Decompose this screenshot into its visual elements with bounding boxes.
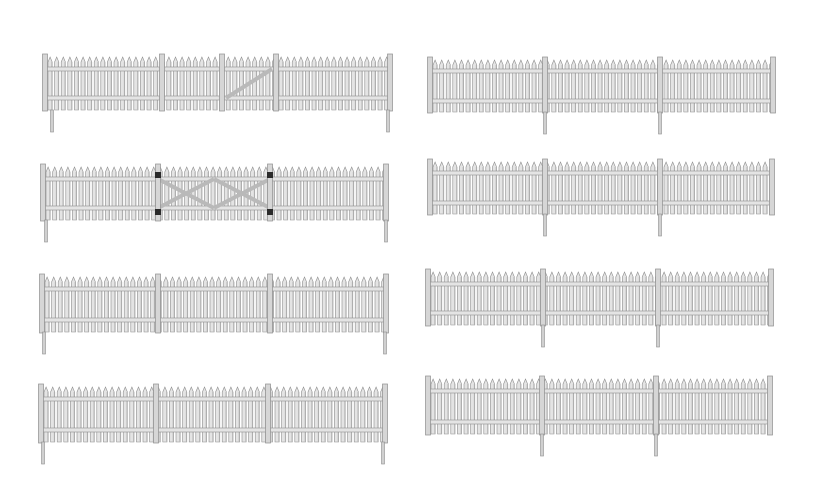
rail: [44, 66, 391, 72]
ground-spike: [543, 111, 547, 135]
ground-spike: [384, 219, 388, 243]
post: [159, 53, 165, 112]
rail: [41, 286, 388, 292]
post: [153, 383, 159, 444]
hinge: [155, 172, 161, 178]
post: [383, 273, 389, 334]
post: [542, 56, 548, 114]
rail: [427, 310, 774, 316]
post: [653, 375, 659, 436]
ground-spike: [541, 324, 545, 348]
ground-spike: [41, 441, 45, 465]
fence-left-3: [39, 273, 389, 355]
post: [40, 163, 46, 222]
post: [267, 163, 273, 222]
rail: [429, 68, 776, 74]
ground-spike: [540, 433, 544, 457]
gate-brace: [224, 67, 274, 100]
post: [425, 268, 431, 327]
post: [769, 158, 775, 216]
rail: [427, 388, 773, 394]
post: [155, 163, 161, 222]
rail: [44, 95, 391, 101]
ground-spike: [658, 111, 662, 135]
post: [427, 56, 433, 114]
post: [768, 268, 774, 327]
ground-spike: [381, 441, 385, 465]
post: [38, 383, 44, 444]
fence-right-4: [425, 375, 773, 457]
rail: [429, 200, 775, 206]
ground-spike: [543, 213, 547, 237]
ground-spike: [383, 331, 387, 355]
rail: [429, 98, 776, 104]
hinge: [155, 209, 161, 215]
hinge: [267, 209, 273, 215]
fence-right-1: [427, 56, 776, 135]
post: [539, 375, 545, 436]
post: [540, 268, 546, 327]
hinge: [267, 172, 273, 178]
post: [427, 158, 433, 216]
ground-spike: [658, 213, 662, 237]
rail: [429, 170, 775, 176]
fence-right-2: [427, 158, 775, 237]
rail: [427, 419, 773, 425]
rail: [41, 317, 388, 323]
post: [155, 273, 161, 334]
post: [657, 158, 663, 216]
post: [387, 53, 393, 112]
post: [770, 56, 776, 114]
fence-left-4: [38, 383, 388, 465]
post: [265, 383, 271, 444]
post: [657, 56, 663, 114]
post: [382, 383, 388, 444]
post: [219, 53, 225, 112]
fence-left-2: [40, 163, 389, 243]
gate-brace: [213, 177, 271, 210]
rail: [40, 427, 387, 433]
post: [42, 53, 48, 112]
post: [425, 375, 431, 436]
post: [273, 53, 279, 112]
fence-left-1: [42, 53, 393, 133]
post: [542, 158, 548, 216]
post: [383, 163, 389, 222]
ground-spike: [386, 109, 390, 133]
ground-spike: [654, 433, 658, 457]
post: [39, 273, 45, 334]
ground-spike: [44, 219, 48, 243]
gate-brace: [157, 177, 215, 210]
ground-spike: [50, 109, 54, 133]
post: [267, 273, 273, 334]
rail: [427, 281, 774, 287]
ground-spike: [42, 331, 46, 355]
post: [655, 268, 661, 327]
ground-spike: [656, 324, 660, 348]
post: [767, 375, 773, 436]
fence-right-3: [425, 268, 774, 348]
rail: [40, 396, 387, 402]
